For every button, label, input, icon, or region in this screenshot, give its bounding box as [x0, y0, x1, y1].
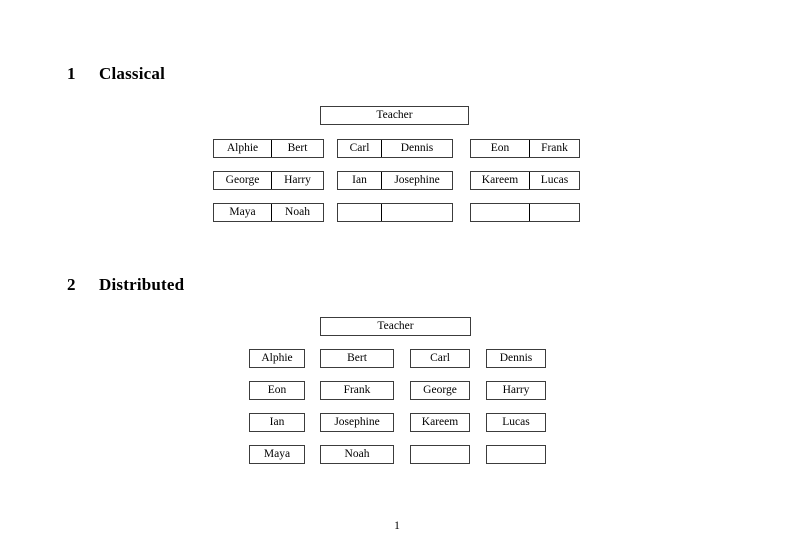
node-box: Eon [249, 381, 305, 400]
node-teacher-distributed: Teacher [320, 317, 471, 336]
group-row: Eon Frank [470, 139, 580, 158]
node-box: Bert [320, 349, 394, 368]
node-cell: Bert [271, 140, 323, 157]
section-title: Distributed [99, 275, 185, 294]
node-cell [381, 204, 452, 221]
node-cell: Harry [271, 172, 323, 189]
node-box: George [410, 381, 470, 400]
node-box: Harry [486, 381, 546, 400]
node-box: Alphie [249, 349, 305, 368]
section-number: 1 [67, 64, 76, 83]
node-box: Dennis [486, 349, 546, 368]
node-teacher-classical: Teacher [320, 106, 469, 125]
page-number: 1 [394, 520, 400, 532]
node-cell: Maya [229, 205, 256, 218]
node-cell: Kareem [481, 173, 519, 186]
node-cell: Carl [349, 141, 370, 154]
section-heading-classical: 1 Classical [67, 64, 165, 84]
node-cell: Eon [490, 141, 510, 154]
node-cell [471, 204, 529, 221]
node-box: Lucas [486, 413, 546, 432]
node-box: Frank [320, 381, 394, 400]
node-cell: Frank [529, 140, 579, 157]
node-cell: Ian [352, 173, 367, 186]
node-cell: Josephine [381, 172, 452, 189]
node-cell: Lucas [529, 172, 579, 189]
node-box: Maya [249, 445, 305, 464]
group-row: Ian Josephine [337, 171, 453, 190]
group-row: Alphie Bert [213, 139, 324, 158]
group-row [337, 203, 453, 222]
node-box: Noah [320, 445, 394, 464]
node-box: Josephine [320, 413, 394, 432]
node-cell [338, 204, 381, 221]
node-cell: Dennis [381, 140, 452, 157]
node-cell: Alphie [226, 141, 259, 154]
section-title: Classical [99, 64, 166, 83]
node-cell: Noah [271, 204, 323, 221]
node-box [486, 445, 546, 464]
node-box: Kareem [410, 413, 470, 432]
node-cell [529, 204, 579, 221]
node-box: Ian [249, 413, 305, 432]
section-heading-distributed: 2 Distributed [67, 275, 184, 295]
node-box [410, 445, 470, 464]
node-cell: George [225, 173, 260, 186]
node-box: Carl [410, 349, 470, 368]
group-row: Kareem Lucas [470, 171, 580, 190]
group-row: Carl Dennis [337, 139, 453, 158]
group-row [470, 203, 580, 222]
group-row: George Harry [213, 171, 324, 190]
section-number: 2 [67, 275, 76, 294]
group-row: Maya Noah [213, 203, 324, 222]
